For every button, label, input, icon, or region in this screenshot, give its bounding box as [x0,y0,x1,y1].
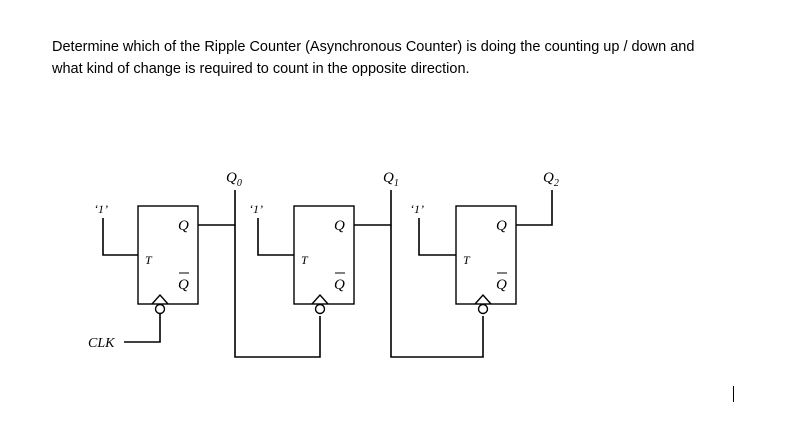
flip-flop-boxes [137,205,517,305]
clock-triangle-1 [311,293,329,305]
t-pin-label-2: T [463,253,471,267]
clock-link-0-1 [234,225,321,358]
clk-label: CLK [88,336,115,351]
output-label-q0: Q0 [226,170,242,189]
clock-triangle-2 [474,293,492,305]
q-pin-label-0: Q [178,218,189,234]
question-text: Determine which of the Ripple Counter (A… [52,36,752,80]
t-flip-flop-2 [455,205,517,305]
t-flip-flop-1 [293,205,355,305]
clock-triangle-0 [151,293,169,305]
qbar-pin-label-1: Q [334,277,345,293]
t-input-wire-0 [102,218,138,256]
output-label-q1: Q1 [383,170,399,189]
t-input-wire-1 [257,218,294,256]
question-line-2: what kind of change is required to count… [52,61,470,77]
clock-triangles [151,293,492,305]
qbar-pin-label-2: Q [496,277,507,293]
output-label-q2: Q2 [543,170,559,189]
text-cursor [733,386,734,402]
clock-link-1-2 [390,225,484,358]
clock-bubble-2 [477,303,489,315]
clock-bubble-1 [314,303,326,315]
question-line-1: Determine which of the Ripple Counter (A… [52,39,695,55]
clock-bubble-0 [154,303,166,315]
q-pin-label-2: Q [496,218,507,234]
q2-output-wire [516,190,553,226]
wires [102,190,553,358]
t-input-label-1: ‘1’ [249,202,263,216]
t-input-label-2: ‘1’ [410,202,424,216]
t-input-label-0: ‘1’ [94,202,108,216]
qbar-pin-label-0: Q [178,277,189,293]
q1-output-wire [354,190,392,226]
t-input-wire-2 [418,218,456,256]
t-pin-label-0: T [145,253,153,267]
clk-wire [124,316,161,343]
q0-output-wire [198,190,236,226]
clock-bubbles [154,303,489,315]
q-pin-label-1: Q [334,218,345,234]
t-pin-label-1: T [301,253,309,267]
